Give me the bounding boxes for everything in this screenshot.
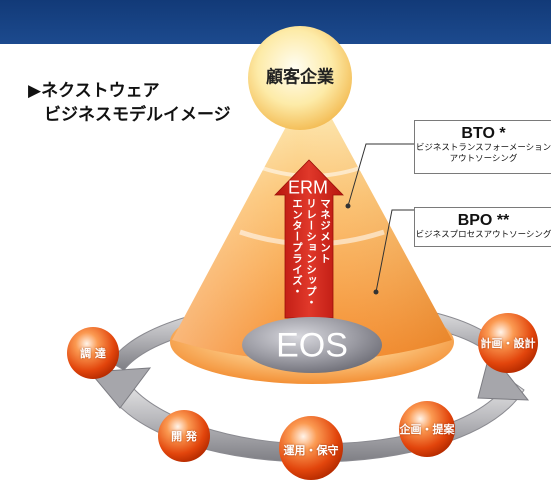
ball-procurement [67,327,119,379]
bpo-leader-dot [373,289,379,295]
bto-desc-line-2: アウトソーシング [449,154,518,164]
customer-label: 顧客企業 [266,67,334,88]
bpo-desc: ビジネスプロセスアウトソーシング [415,230,551,240]
eos-label: EOS [276,326,348,365]
bto-leader-line [347,143,414,207]
bpo-callout: BPO ** ビジネスプロセスアウトソーシング [414,207,551,247]
stage-operation-label: 運用・保守 [283,444,339,457]
bto-desc-line-1: ビジネストランスフォーメーション [415,143,551,153]
title-line-1: ▶ネクストウェア [28,81,160,101]
customer-sphere [248,26,352,130]
bpo-leader-line [375,209,414,293]
bto-leader-dot [345,203,351,209]
erm-acronym: ERM [288,177,328,198]
ball-planning [399,401,455,457]
ball-operation [279,416,343,480]
stage-design-label: 計画・設計 [480,337,536,350]
ball-development [158,410,210,462]
ball-design [478,313,538,373]
stage-development-label: 開 発 [171,430,197,443]
erm-arrow [274,159,344,319]
bto-callout: BTO * ビジネストランスフォーメーション アウトソーシング [414,120,551,174]
stage-procurement-label: 調 達 [80,347,106,360]
ring-arrowhead-left [88,367,152,409]
erm-fullname-col-1: マネジメント [319,198,331,264]
erm-fullname-col-2: リレーションシップ・ [305,198,317,308]
title-line-2: ビジネスモデルイメージ [44,105,231,125]
stage-planning-label: 企画・提案 [399,423,455,436]
erm-fullname-col-3: エンタープライズ・ [291,198,303,297]
eos-disc [242,317,382,373]
bpo-code: BPO ** [457,212,510,229]
bto-code: BTO * [461,125,506,142]
